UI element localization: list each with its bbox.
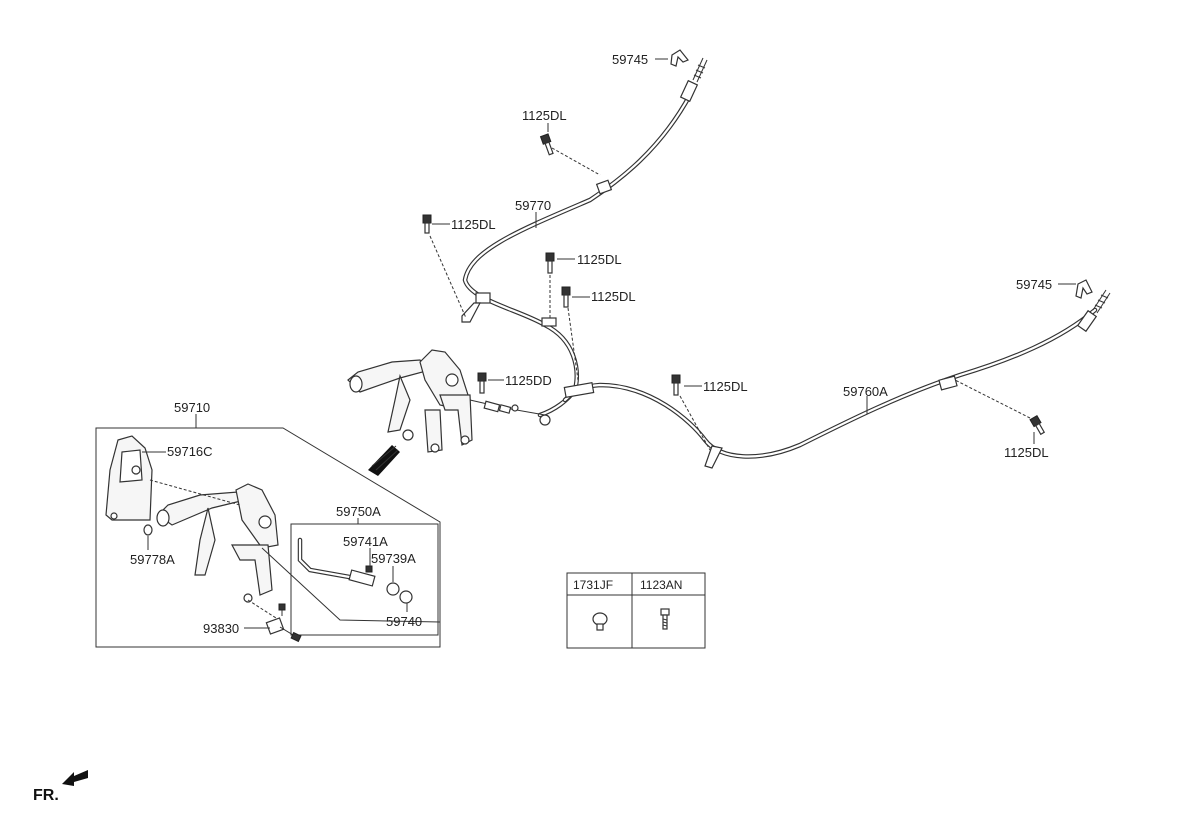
label-59716c: 59716C bbox=[167, 444, 213, 459]
label-59740: 59740 bbox=[386, 614, 422, 629]
bolt-icon bbox=[477, 372, 487, 394]
cable-59770 bbox=[461, 57, 708, 418]
bolt-icon bbox=[539, 133, 554, 156]
clip-59745-right-icon bbox=[1075, 279, 1093, 299]
label-59745-right: 59745 bbox=[1016, 277, 1052, 292]
bolt-set bbox=[422, 133, 1046, 451]
screw-icon bbox=[660, 608, 670, 630]
pedal-assembly-installed bbox=[347, 349, 473, 453]
bolt-icon bbox=[1029, 414, 1046, 436]
pedal-arm-exploded bbox=[149, 479, 441, 623]
bracket-59716c bbox=[105, 435, 153, 536]
label-59770: 59770 bbox=[515, 198, 551, 213]
bolt-icon bbox=[545, 252, 555, 274]
label-59760a: 59760A bbox=[843, 384, 888, 399]
label-59750a: 59750A bbox=[336, 504, 381, 519]
label-1125dd: 1125DD bbox=[505, 373, 552, 388]
label-1125dl-e: 1125DL bbox=[703, 379, 748, 394]
label-59710: 59710 bbox=[174, 400, 210, 415]
bolt-icon bbox=[671, 374, 681, 396]
label-93830: 93830 bbox=[203, 621, 239, 636]
clip-59745-top-icon bbox=[670, 49, 689, 67]
label-1125dl-c: 1125DL bbox=[577, 252, 622, 267]
label-1125dl-d: 1125DL bbox=[591, 289, 636, 304]
fr-label: FR. bbox=[33, 787, 59, 804]
bolt-icon bbox=[561, 286, 571, 308]
legend-header-1123an: 1123AN bbox=[640, 578, 682, 592]
switch-93830 bbox=[247, 599, 302, 643]
detail-arrow-icon bbox=[368, 445, 400, 476]
front-direction-indicator: FR. bbox=[33, 770, 88, 804]
equalizer-hardware bbox=[469, 381, 595, 426]
label-1125dl-b: 1125DL bbox=[451, 217, 496, 232]
detail-box-59750a bbox=[290, 523, 439, 636]
detail-box-59710 bbox=[95, 427, 441, 648]
label-1125dl-f: 1125DL bbox=[1004, 445, 1049, 460]
label-59741a: 59741A bbox=[343, 534, 388, 549]
legend-header-1731jf: 1731JF bbox=[573, 578, 613, 592]
rivet-icon bbox=[592, 612, 608, 631]
parts-legend-table: 1731JF 1123AN bbox=[566, 572, 706, 649]
label-59739a: 59739A bbox=[371, 551, 416, 566]
label-1125dl-a: 1125DL bbox=[522, 108, 567, 123]
label-59778a: 59778A bbox=[130, 552, 175, 567]
bolt-icon bbox=[422, 214, 432, 234]
label-59745-top: 59745 bbox=[612, 52, 648, 67]
leader-lines bbox=[142, 58, 1076, 629]
front-arrow-icon bbox=[62, 770, 88, 786]
cable-59760a bbox=[562, 289, 1111, 469]
